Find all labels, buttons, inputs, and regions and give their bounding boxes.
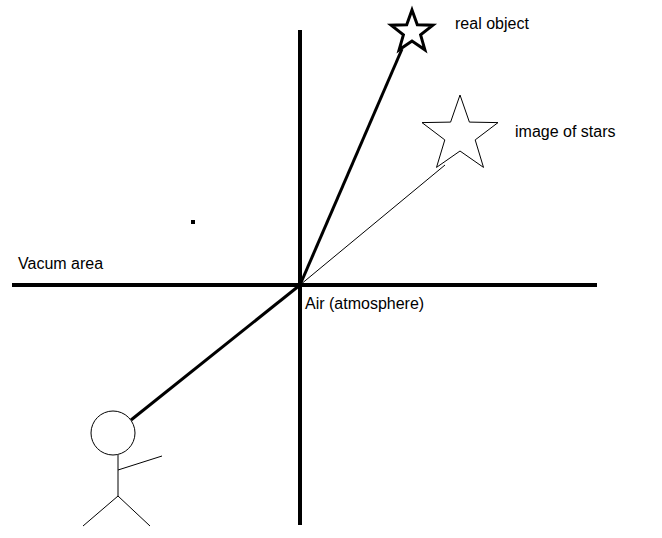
horizontal-boundary [12, 283, 597, 287]
object-label: real object [455, 15, 529, 33]
image-star [422, 95, 498, 167]
sight-ray [131, 285, 300, 420]
normal-line [298, 30, 302, 525]
apparent-ray [300, 165, 445, 285]
real-star [391, 10, 433, 50]
real-ray [300, 49, 402, 285]
region-label: Vacum area [18, 255, 103, 273]
dot [191, 220, 195, 224]
region-label: Air (atmosphere) [305, 295, 424, 313]
stick-figure [83, 411, 162, 526]
image-label: image of stars [515, 123, 615, 141]
